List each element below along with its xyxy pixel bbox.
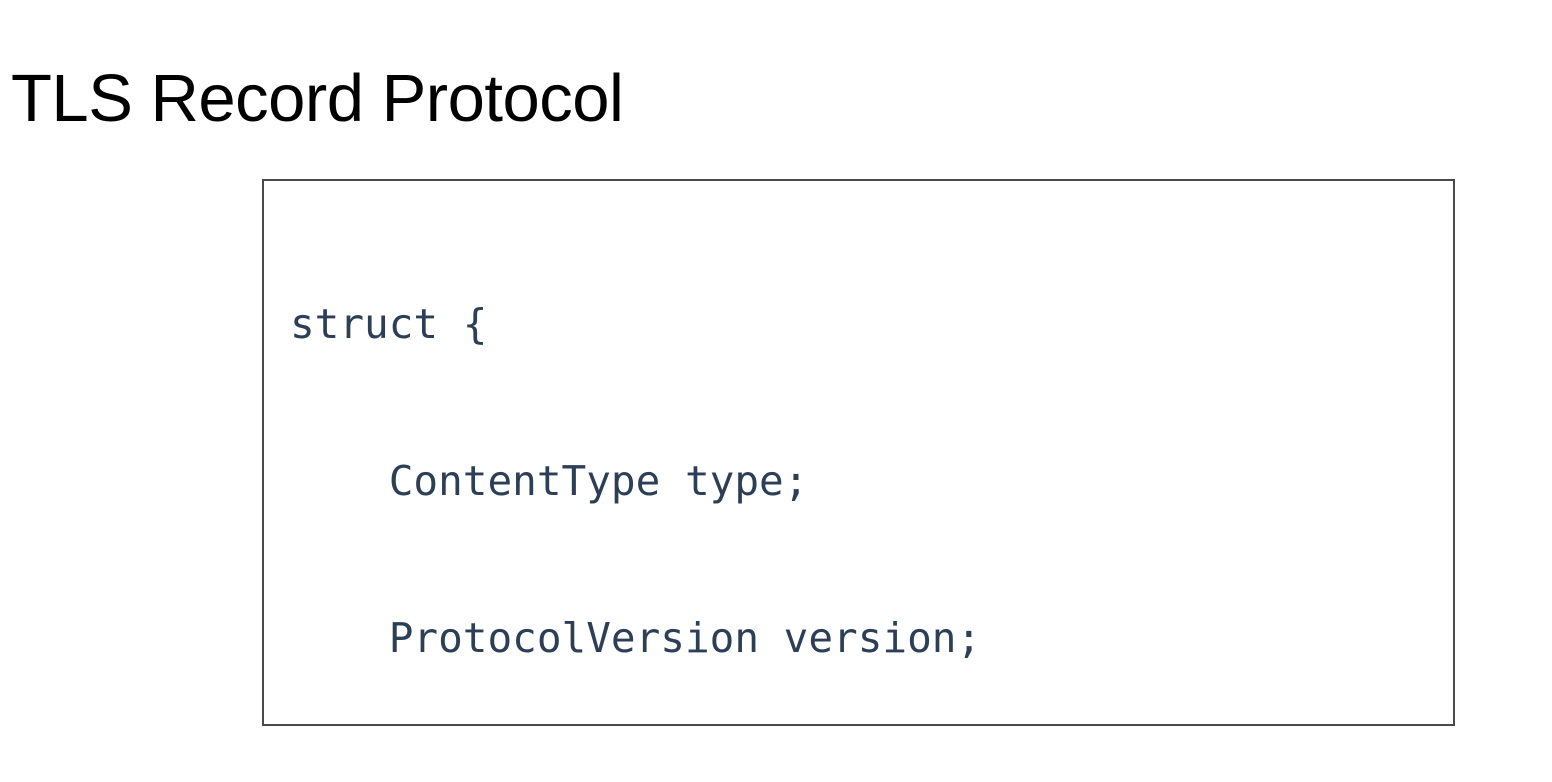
code-lines-container: struct { ContentType type; ProtocolVersi… <box>290 247 1401 724</box>
code-line: ContentType type; <box>290 457 809 506</box>
code-block: struct { ContentType type; ProtocolVersi… <box>290 193 1401 724</box>
code-line: struct { <box>290 299 488 348</box>
page-title: TLS Record Protocol <box>11 60 624 136</box>
code-line: ProtocolVersion version; <box>290 614 982 663</box>
code-snippet-box: struct { ContentType type; ProtocolVersi… <box>262 179 1455 726</box>
